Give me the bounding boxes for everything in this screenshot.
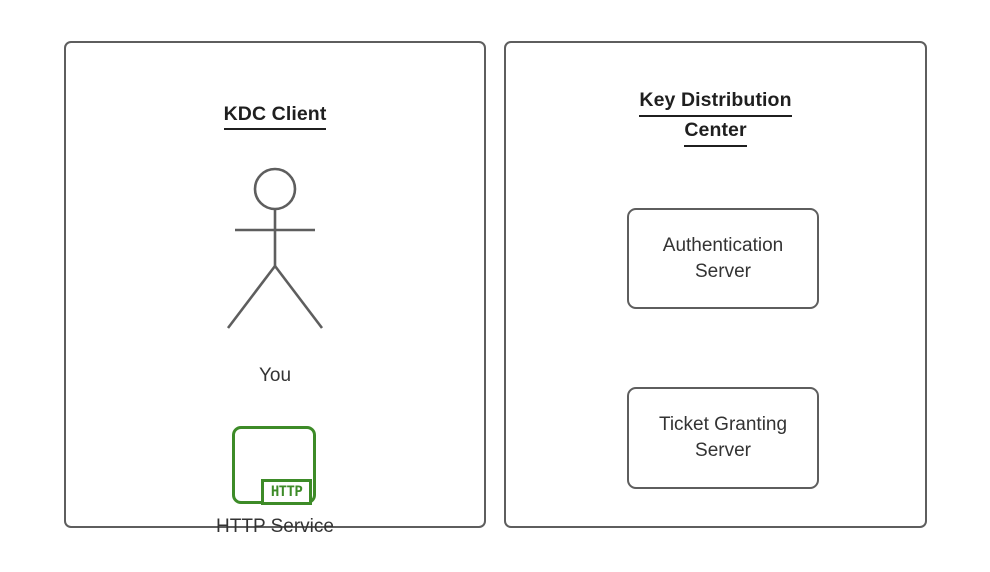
node-authentication-server: Authentication Server [627, 208, 819, 309]
ticket-granting-server-label-line-2: Server [695, 440, 751, 461]
http-service-badge-label: HTTP [270, 484, 303, 500]
stick-figure-actor-icon [226, 167, 324, 329]
http-service-icon: HTTP [232, 423, 318, 507]
panel-key-distribution-center: Key Distribution Center Authentication S… [504, 41, 927, 528]
node-http-service-label: HTTP Service [216, 516, 334, 537]
panel-kdc-client-title-line-1: KDC Client [223, 101, 327, 130]
panel-kdc-title-line-1: Key Distribution [639, 87, 792, 117]
node-you-label: You [258, 365, 292, 386]
panel-kdc-client-title: KDC Client [66, 101, 484, 130]
panel-kdc-title-line-2: Center [684, 117, 747, 147]
panel-key-distribution-center-title: Key Distribution Center [506, 87, 925, 147]
node-ticket-granting-server: Ticket Granting Server [627, 387, 819, 489]
authentication-server-label-line-2: Server [695, 260, 751, 282]
ticket-granting-server-label-line-1: Ticket Granting [658, 414, 788, 435]
http-service-badge: HTTP [261, 479, 312, 505]
node-you: You [66, 163, 484, 393]
panel-kdc-client: KDC Client You HTTP HTTP Service [64, 41, 486, 537]
authentication-server-label-line-1: Authentication [662, 234, 784, 256]
node-http-service: HTTP HTTP Service [66, 423, 484, 548]
